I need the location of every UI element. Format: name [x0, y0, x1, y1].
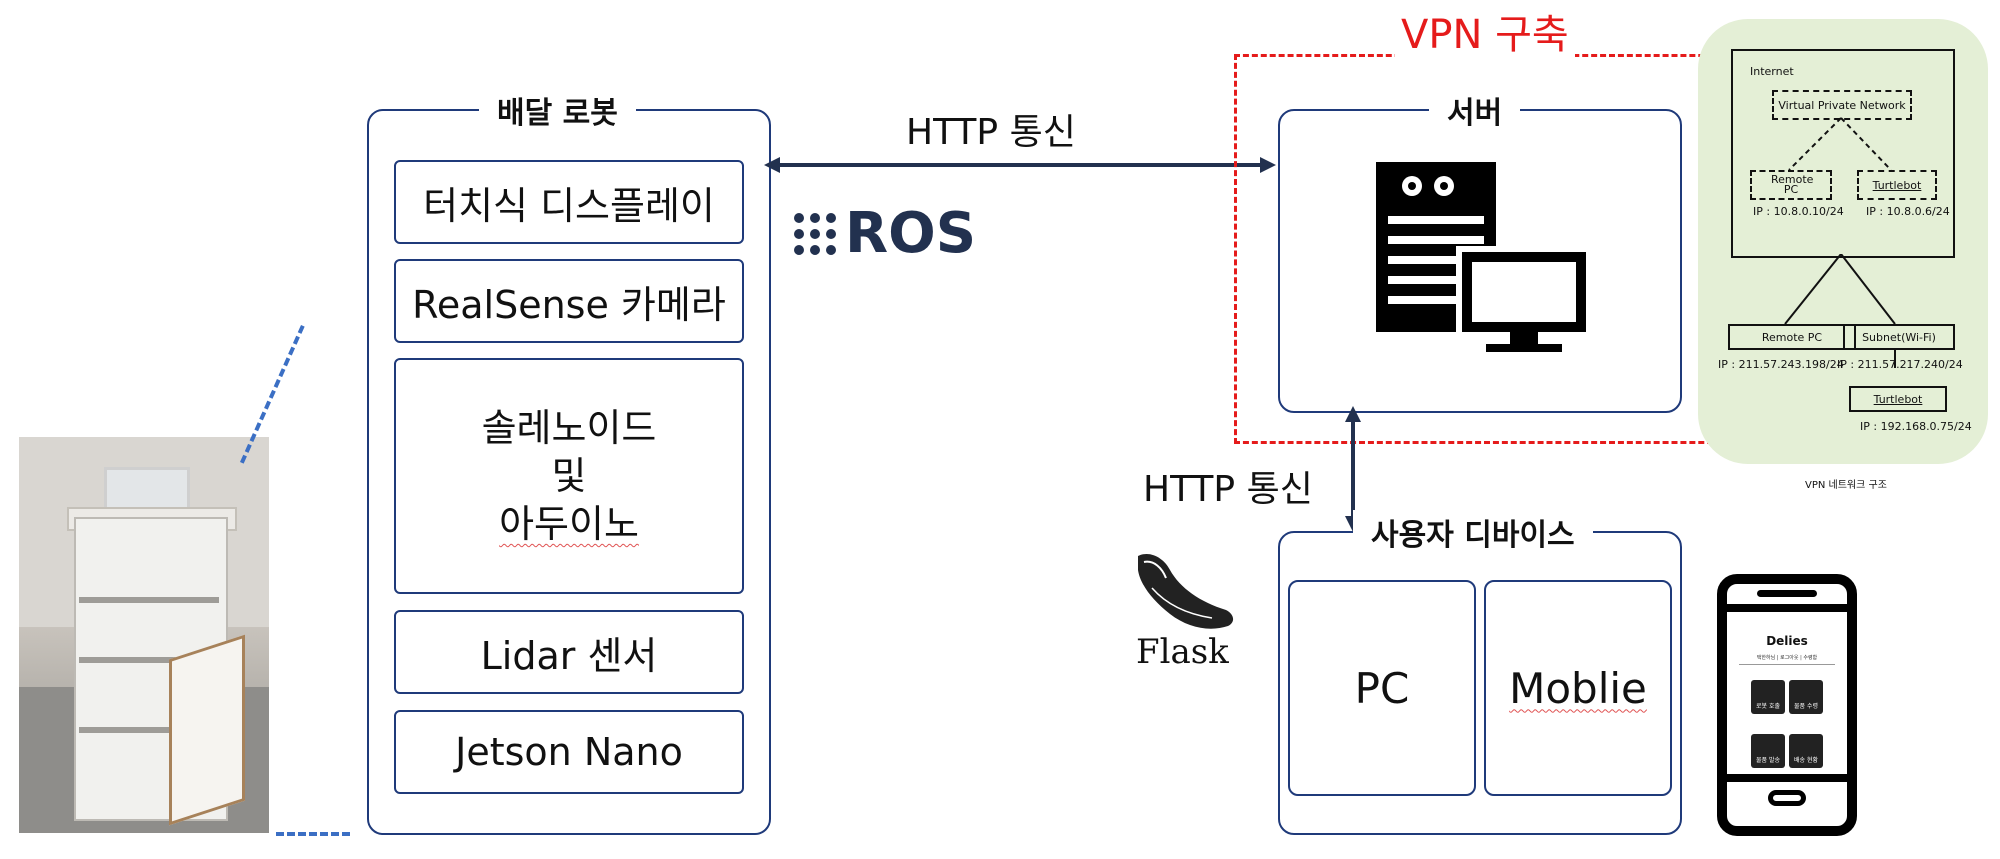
app-divider	[1739, 664, 1835, 665]
ip-subnet: IP : 211.57.217.240/24	[1837, 358, 1963, 371]
http-arrow-top	[764, 157, 1276, 173]
turtlebot-label: Turtlebot	[1873, 392, 1923, 406]
vpn-diagram-panel	[1698, 19, 1988, 464]
ros-logo: ROS	[793, 201, 976, 266]
lidar-sensor-label: Lidar 센서	[480, 633, 658, 678]
ip-remote: IP : 211.57.243.198/24	[1718, 358, 1844, 371]
jetson-nano-box: Jetson Nano	[394, 710, 744, 794]
app-menu: 택한하님 | 로그아웃 | 수령함	[1756, 655, 1818, 661]
ros-text: ROS	[845, 201, 977, 266]
zoom-line-bottom	[276, 832, 350, 836]
turtlebot-box: Turtlebot	[1849, 386, 1947, 412]
touch-display-label: 터치식 디스플레이	[423, 183, 715, 228]
realsense-camera-box: RealSense 카메라	[394, 259, 744, 343]
flask-logo: Flask	[1130, 548, 1240, 678]
internet-tree-lines	[1784, 254, 1896, 368]
pc-label: PC	[1354, 663, 1410, 713]
vpn-label: VPN 구축	[1395, 2, 1575, 60]
vpn-tree-lines	[1788, 117, 1892, 171]
pc-box: PC	[1288, 580, 1476, 796]
subnet-box: Subnet(Wi-Fi)	[1843, 324, 1955, 350]
solenoid-arduino-box: 솔레노이드 및 아두이노	[394, 358, 744, 594]
jetson-nano-label: Jetson Nano	[455, 730, 683, 774]
phone-mockup: Delies 택한하님 | 로그아웃 | 수령함 로봇 호출 물품 수령 물품 …	[1717, 574, 1857, 836]
mobile-box: Moblie	[1484, 580, 1672, 796]
app-title: Delies	[1766, 634, 1808, 648]
internet-label: Internet	[1750, 65, 1794, 78]
phone-speaker	[1757, 590, 1817, 597]
touch-display-box: 터치식 디스플레이	[394, 160, 744, 244]
subnet-label: Subnet(Wi-Fi)	[1862, 330, 1936, 344]
zoom-line-top	[240, 324, 305, 464]
ip-turtlebot: IP : 192.168.0.75/24	[1860, 420, 1972, 433]
realsense-camera-label: RealSense 카메라	[412, 282, 726, 327]
and-label: 및	[551, 454, 587, 498]
turtlebot-vpn-box: Turtlebot	[1857, 170, 1937, 200]
server-panel-title: 서버	[1429, 88, 1521, 132]
user-device-panel-title: 사용자 디바이스	[1353, 510, 1593, 554]
lidar-sensor-box: Lidar 센서	[394, 610, 744, 694]
http-right-label: HTTP 통신	[1143, 469, 1313, 510]
remote-pc-box: Remote PC	[1728, 324, 1856, 350]
ip-remote-vpn: IP : 10.8.0.10/24	[1753, 205, 1844, 218]
http-top-label: HTTP 통신	[906, 112, 1076, 153]
arduino-label: 아두이노	[499, 502, 639, 546]
remote-pc-label: Remote PC	[1761, 330, 1823, 344]
remote-pc-vpn-label: Remote PC	[1771, 173, 1814, 196]
server-computer-icon	[1376, 162, 1592, 352]
ros-dots-icon	[794, 213, 836, 255]
vpn-node-label: Virtual Private Network	[1778, 98, 1906, 112]
flask-horn-icon	[1138, 553, 1234, 629]
phone-screen: Delies 택한하님 | 로그아웃 | 수령함 로봇 호출 물품 수령 물품 …	[1727, 604, 1847, 782]
remote-pc-vpn-box: Remote PC	[1750, 170, 1832, 200]
mobile-label: Moblie	[1509, 663, 1647, 713]
phone-home-button	[1768, 790, 1806, 806]
app-button-status[interactable]: 배송 현황	[1789, 734, 1823, 768]
app-button-receive[interactable]: 물품 수령	[1789, 680, 1823, 714]
solenoid-label: 솔레노이드	[481, 406, 657, 450]
robot-panel-title: 배달 로봇	[479, 88, 636, 132]
vpn-diagram-caption: VPN 네트워크 구조	[1805, 480, 1887, 491]
app-button-send[interactable]: 물품 발송	[1751, 734, 1785, 768]
ip-turtle-vpn: IP : 10.8.0.6/24	[1866, 205, 1950, 218]
flask-text: Flask	[1136, 632, 1229, 672]
turtlebot-vpn-label: Turtlebot	[1872, 178, 1922, 192]
delivery-robot-photo	[19, 437, 269, 833]
app-button-call-robot[interactable]: 로봇 호출	[1751, 680, 1785, 714]
